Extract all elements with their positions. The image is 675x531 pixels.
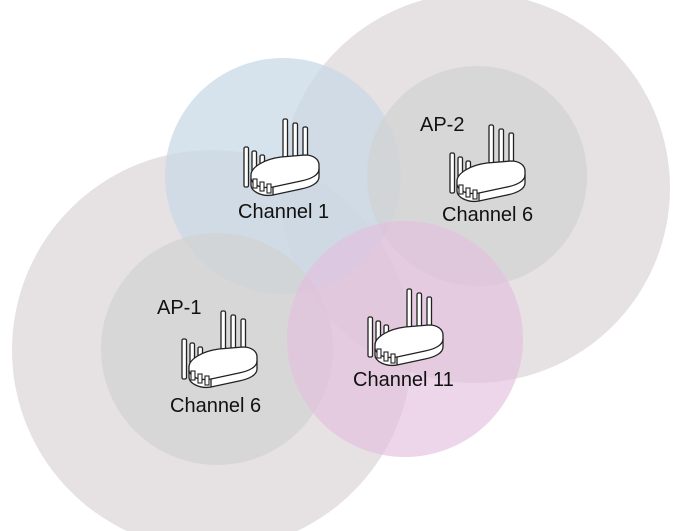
ap-1-channel-label: Channel 6 xyxy=(170,395,261,417)
ap-2-name-label: AP-2 xyxy=(420,114,464,136)
coverage-zones xyxy=(12,0,670,531)
ap-center-channel-label: Channel 1 xyxy=(238,201,329,223)
ap-2-channel-label: Channel 6 xyxy=(442,204,533,226)
ap-1-name-label: AP-1 xyxy=(157,297,201,319)
ap-bottom-channel-label: Channel 11 xyxy=(353,369,454,391)
